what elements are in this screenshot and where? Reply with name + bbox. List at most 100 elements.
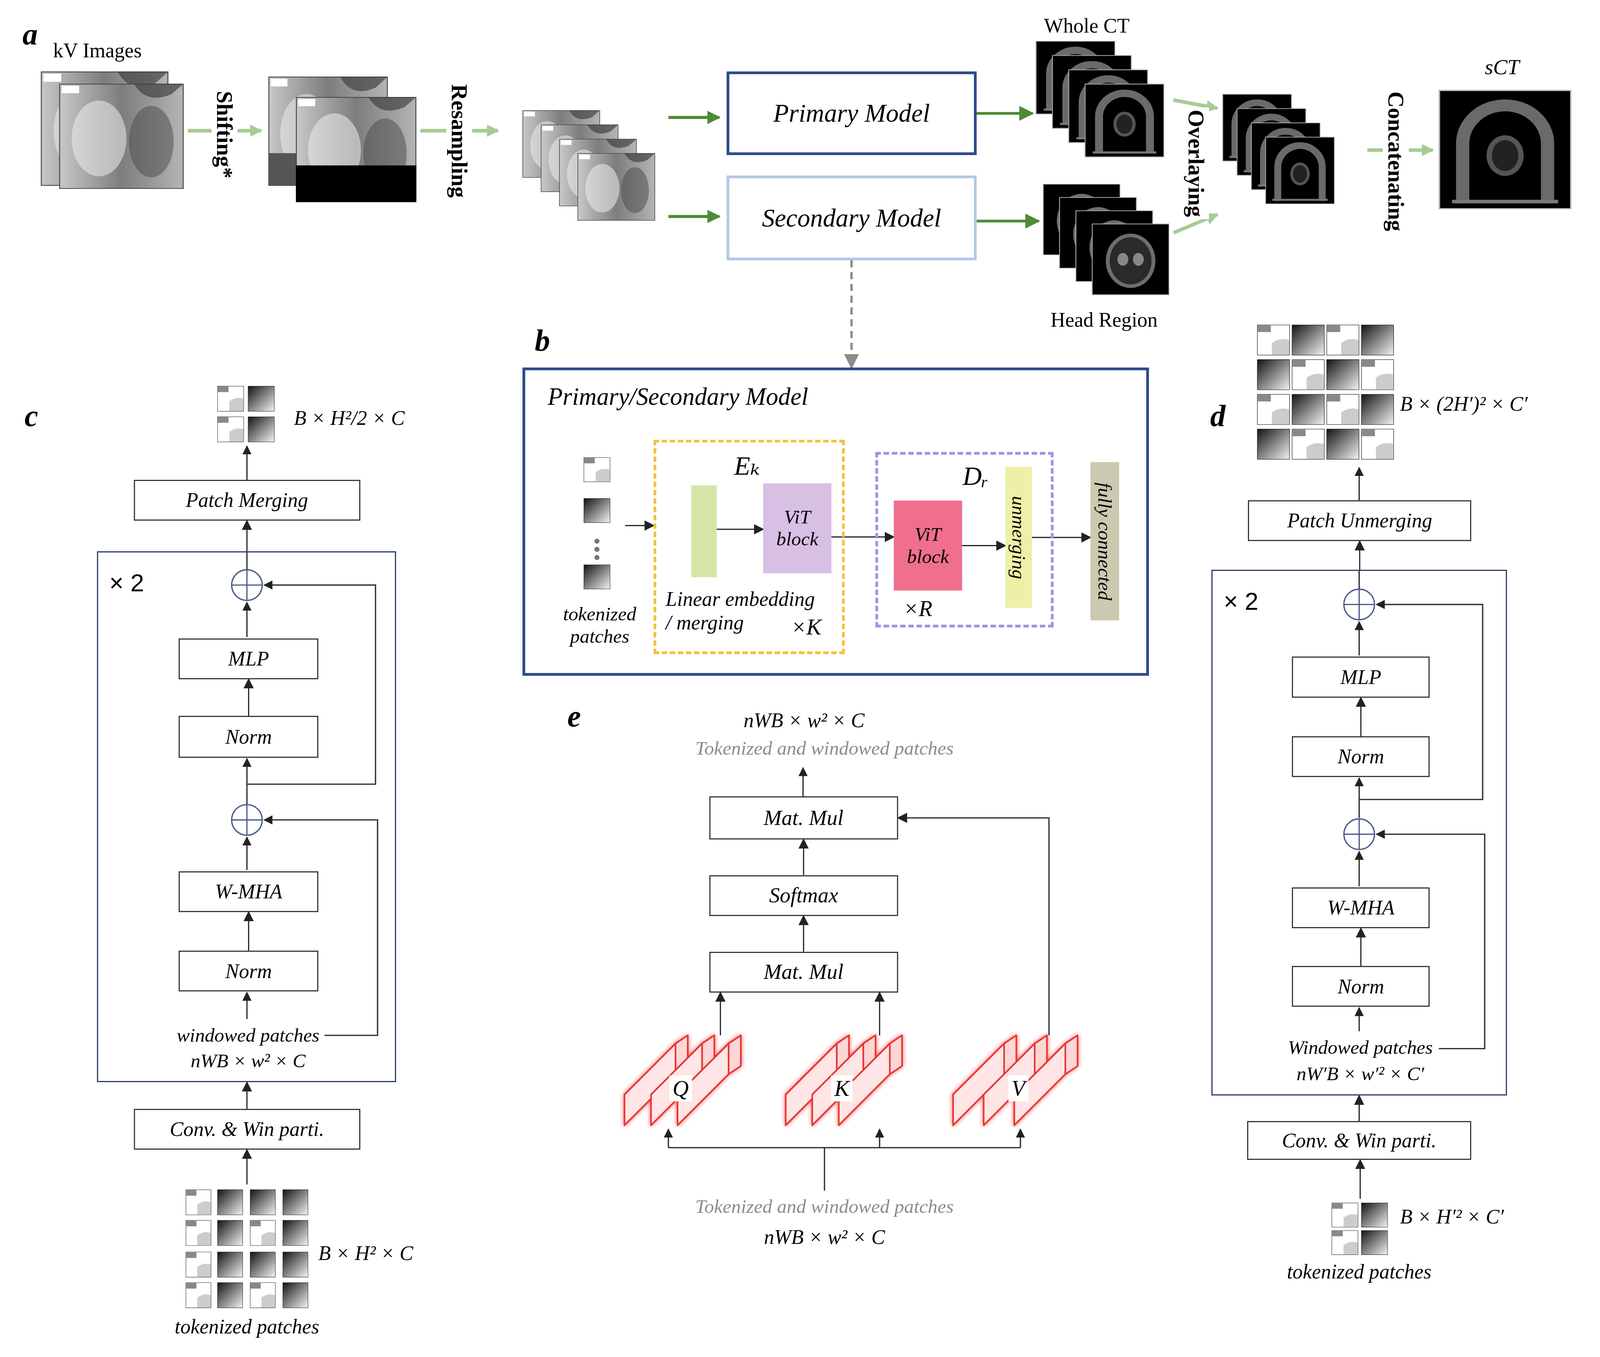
patch-icon [217,385,275,443]
box-label: MLP [228,646,269,671]
tensor-stack: Q [622,1035,739,1142]
process-box: Patch Merging [133,479,361,521]
patch-icon [1257,428,1290,460]
patch-icon [282,1282,309,1308]
box-label: Secondary Model [761,203,942,233]
process-box: Norm [178,950,319,992]
patch-icon [1361,428,1394,460]
head-slice-stack [1091,223,1170,295]
panel-letter: e [567,698,581,734]
patch-label: tokenized patches [1286,1259,1432,1284]
box-label: Conv. & Win parti. [169,1117,324,1141]
patch-icon [1291,359,1325,390]
patch-icon [217,385,245,412]
flow-arrow [1019,1128,1022,1148]
patch-icon [1257,324,1290,356]
dimension-label: nWB × w² × C [190,1049,306,1073]
flow-label: windowed patches [176,1024,320,1047]
image-heading: kV Images [52,38,142,63]
shifted-xray-images [295,165,417,203]
image-stack: kV Images [38,36,187,192]
process-box: MLP [178,638,319,680]
box-label: MLP [1340,665,1382,689]
flow-arrow [1358,621,1360,656]
flow-label: Windowed patches [1287,1036,1433,1059]
tensor-caption: Tokenized and windowed patches [695,737,954,760]
connector-arrow [248,679,250,716]
dimension-label: B × H²/2 × C [294,406,405,430]
patch-icon [1361,1230,1389,1255]
connector-arrow [1360,697,1362,737]
process-box: Patch Unmerging [1247,500,1472,541]
box-label: Norm [1337,974,1385,999]
add-symbol [1344,588,1375,850]
connector-arrow [246,520,248,552]
add-symbol [1344,588,1375,620]
patch-icon [1361,324,1394,356]
shifted-xray-images [268,76,417,203]
model-box: Secondary Model [726,175,977,261]
process-box: W-MHA [1291,887,1430,928]
flow-arrow [246,758,248,805]
patch-icon [594,546,600,552]
flow-arrow [246,552,248,570]
tensor-slab [624,1035,1078,1126]
box-label: V [1008,1075,1029,1102]
add-symbol [1344,588,1375,620]
patch-icon [248,385,275,412]
connector-arrow [850,260,853,368]
connector-arrow [962,544,1006,547]
connector-arrow [831,536,894,538]
model-panel: Primary/Secondary Modeltokenized patches… [522,367,1149,676]
ct-slice-stack [1035,40,1165,158]
connector-arrow [246,1149,248,1184]
connector-arrow [625,524,654,527]
connector-arrow [246,1081,248,1109]
box-label: Patch Unmerging [1287,508,1432,533]
panel-letter: a [22,16,38,52]
flow-arrow [668,767,1021,1191]
connector-arrow [898,817,1050,1036]
embedding-bar: Linear embedding / merging [691,485,717,578]
patch-label: tokenized patches [548,602,651,648]
add-symbol [231,569,263,601]
connector-arrow [803,915,805,952]
patch-icon [1291,428,1325,460]
kv-xray-images [40,71,184,189]
patch-icon [594,538,600,544]
connector-arrow [1360,927,1362,966]
patch-icon [217,1282,243,1308]
box-label: Norm [225,959,272,983]
add-symbol [231,569,263,601]
box-label: Mat. Mul [763,805,844,831]
box-label: unmerging [1007,495,1031,579]
patch-icon [1326,394,1359,425]
encoder-group: Eₖ×KLinear embedding / mergingViT block [653,439,845,654]
patch-icon [217,416,245,443]
ct-slice-stack [1084,83,1165,158]
flow-arrow [1358,851,1360,886]
patch-icon [1361,1202,1389,1227]
resampled-xray-stack [577,153,656,221]
connector-arrow [1358,540,1361,570]
connector-arrow [1359,1159,1361,1199]
patch-icon [583,564,611,589]
panel-letter: b [534,322,550,358]
patch-icon [1326,324,1359,356]
panel-letter: c [24,398,39,434]
flow-arrow [1358,778,1360,818]
overlaid-slice-stack [1222,93,1335,205]
dimension-label: B × H² × C [318,1241,414,1265]
patch-icon [583,457,611,589]
box-label: Conv. & Win parti. [1282,1128,1437,1153]
flow-arrow [1358,467,1360,501]
patch-icon [1361,394,1394,425]
connector-arrow [716,528,764,530]
synthetic-ct-image [1438,89,1572,210]
patch-icon [1257,359,1290,390]
image-heading: sCT [1484,54,1520,80]
patch-icon [1326,359,1359,390]
output-layer: fully connected [1090,462,1120,621]
flow-arrow [246,992,248,1020]
flow-arrow [667,1128,669,1148]
